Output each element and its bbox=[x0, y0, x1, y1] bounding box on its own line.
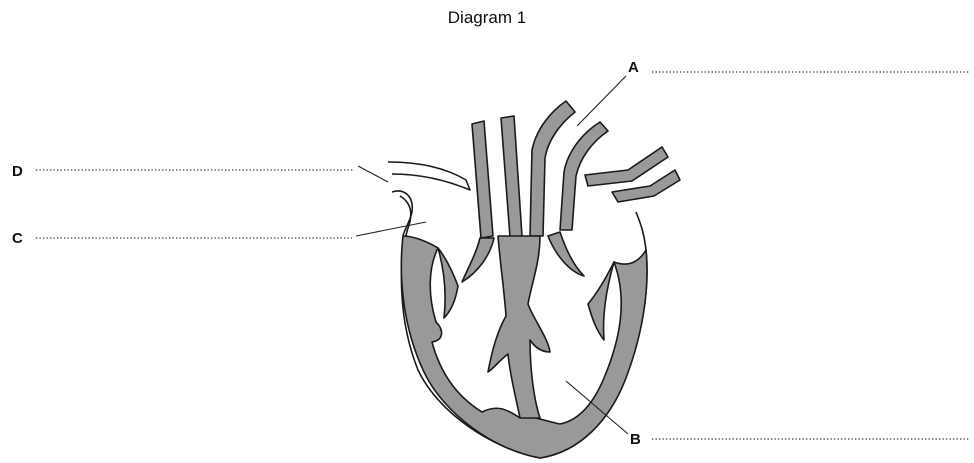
label-c: C bbox=[12, 230, 23, 247]
papillary-left bbox=[438, 248, 458, 318]
label-a: A bbox=[628, 59, 639, 76]
leader-a bbox=[577, 76, 626, 126]
valve-right bbox=[548, 232, 584, 276]
vessel-left-1 bbox=[472, 121, 493, 238]
vessel-right-2 bbox=[585, 147, 668, 186]
label-d: D bbox=[12, 163, 23, 180]
great-vessels bbox=[388, 101, 680, 238]
label-b: B bbox=[630, 431, 641, 448]
vessel-left-2 bbox=[501, 116, 522, 237]
valve-left bbox=[462, 238, 494, 282]
leader-c bbox=[356, 222, 426, 236]
leader-d bbox=[358, 166, 388, 182]
leader-lines bbox=[356, 76, 628, 434]
vessel-far-left bbox=[388, 162, 470, 190]
papillary-right bbox=[588, 262, 614, 340]
septum bbox=[488, 236, 550, 418]
